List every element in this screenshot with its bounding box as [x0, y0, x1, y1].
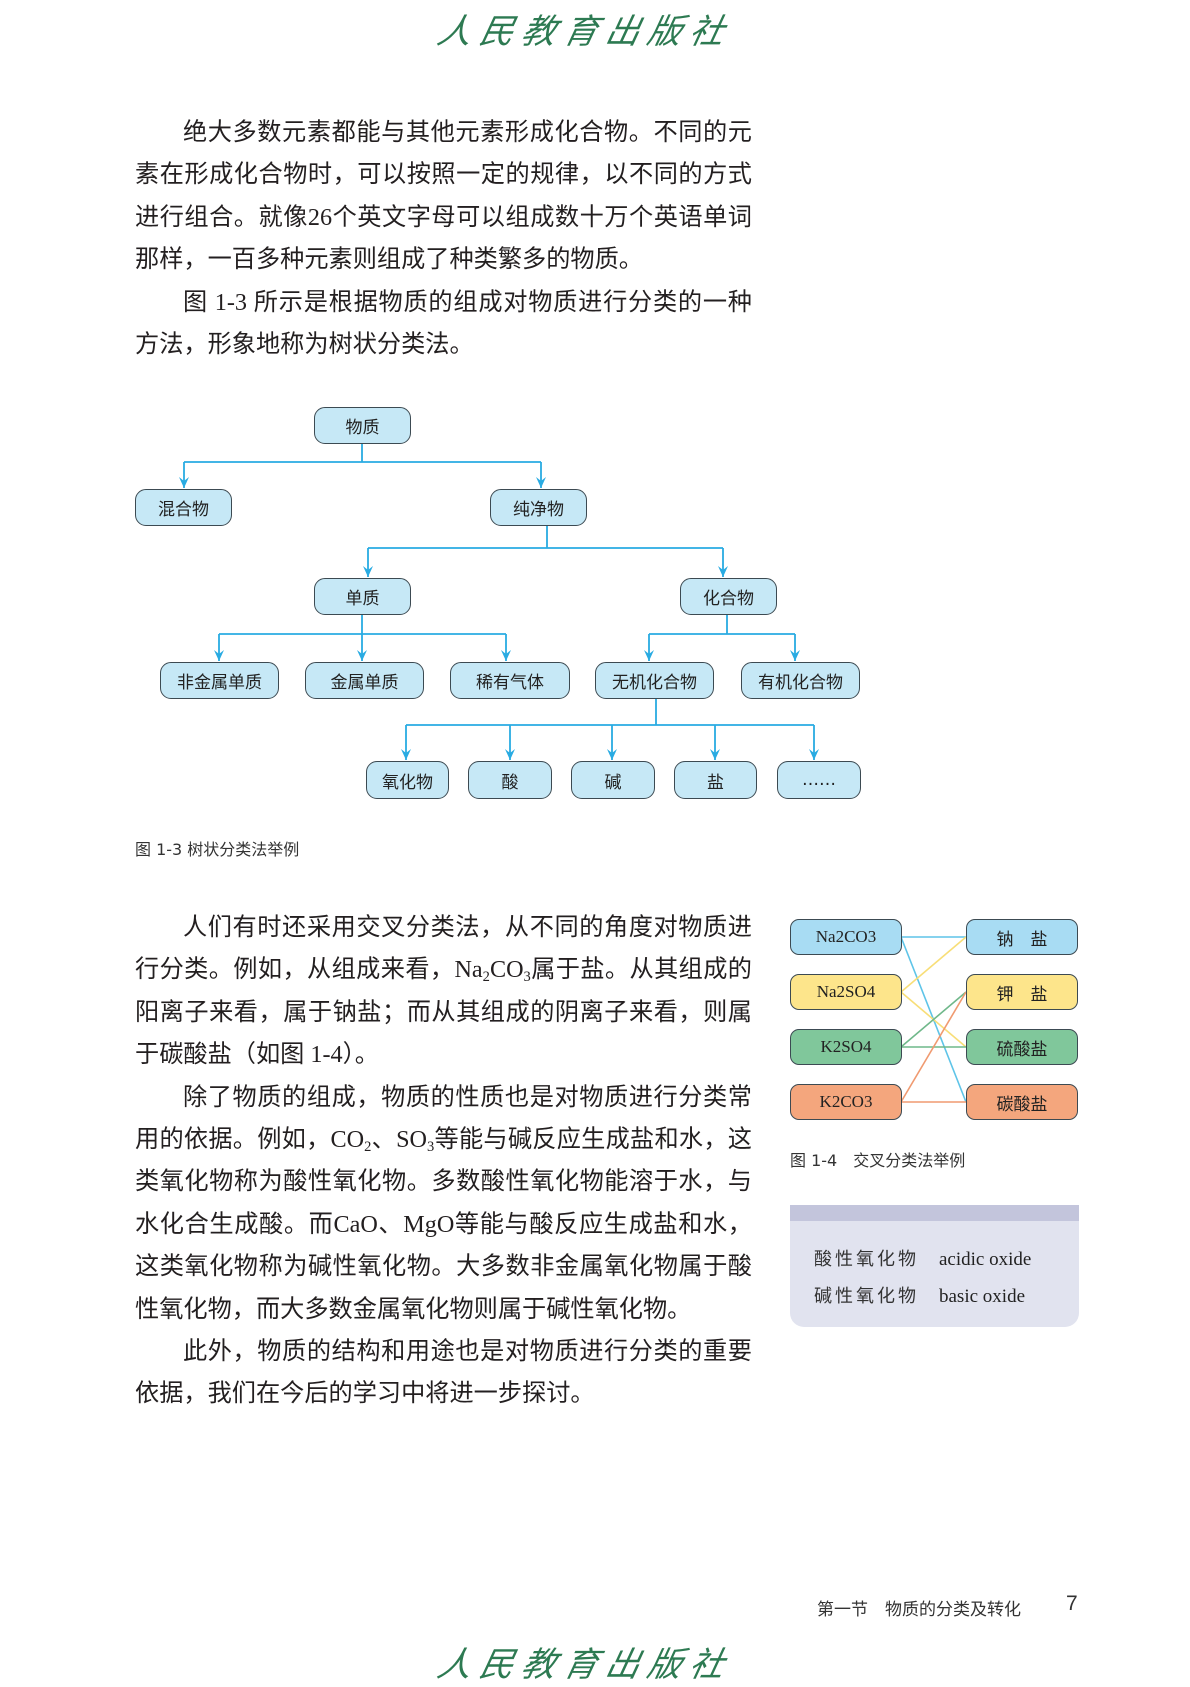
node-pure-substance: 纯净物 [490, 489, 587, 526]
text-line: 方法，形象地称为树状分类法。 [135, 330, 474, 358]
compound-box-k2co3: K2CO3 [790, 1084, 902, 1120]
footer-section-title: 第一节 物质的分类及转化 [817, 1600, 1021, 1620]
term-en: basic oxide [939, 1286, 1026, 1307]
node-inorganic-compound: 无机化合物 [595, 662, 714, 699]
text-line: 水化合生成酸。而CaO、MgO等能与酸反应生成盐和水， [135, 1210, 752, 1238]
text-line: 行分类。例如，从组成来看，Na2CO3属于盐。从其组成的 [135, 956, 752, 986]
category-box-potassium-salt: 钾 盐 [966, 974, 1078, 1010]
node-element: 单质 [314, 578, 411, 615]
intro-text: 绝大多数元素都能与其他元素形成化合物。不同的元素在形成化合物时，可以按照一定的规… [135, 112, 752, 366]
node-noble-gas: 稀有气体 [450, 662, 570, 699]
glossary-band [790, 1205, 1079, 1221]
glossary-box: 酸性氧化物 acidic oxide 碱性氧化物 basic oxide [790, 1205, 1079, 1327]
text-line: 绝大多数元素都能与其他元素形成化合物。不同的元 [183, 119, 752, 146]
text-line: 这类氧化物称为碱性氧化物。大多数非金属氧化物属于酸 [135, 1253, 752, 1281]
term-en: acidic oxide [939, 1249, 1032, 1270]
node-compound: 化合物 [680, 578, 777, 615]
node-salt: 盐 [674, 761, 757, 799]
text-line: 性氧化物，而大多数金属氧化物则属于碱性氧化物。 [135, 1295, 692, 1323]
node-oxide: 氧化物 [366, 761, 449, 799]
node-mixture: 混合物 [135, 489, 232, 526]
compound-box-k2so4: K2SO4 [790, 1029, 902, 1065]
node-substance: 物质 [314, 407, 411, 444]
node-nonmetal-element: 非金属单质 [160, 662, 279, 699]
text-line: 除了物质的组成，物质的性质也是对物质进行分类常 [183, 1083, 752, 1111]
text-line: 那样，一百多种元素则组成了种类繁多的物质。 [135, 246, 643, 274]
body-text: 人们有时还采用交叉分类法，从不同的角度对物质进行分类。例如，从组成来看，Na2C… [135, 907, 752, 1416]
category-box-carbonate: 碳酸盐 [966, 1084, 1078, 1120]
text-line: 此外，物质的结构和用途也是对物质进行分类的重要 [183, 1337, 752, 1365]
term-zh: 酸性氧化物 [814, 1249, 919, 1270]
node-base: 碱 [571, 761, 655, 799]
node-organic-compound: 有机化合物 [741, 662, 860, 699]
glossary-term: 碱性氧化物 basic oxide [814, 1282, 1025, 1308]
category-box-sodium-salt: 钠 盐 [966, 919, 1078, 955]
node-acid: 酸 [468, 761, 552, 799]
text-line: 类氧化物称为酸性氧化物。多数酸性氧化物能溶于水，与 [135, 1168, 752, 1196]
compound-box-na2so4: Na2SO4 [790, 974, 902, 1010]
page-number: 7 [1066, 1592, 1078, 1615]
publisher-logo-footer: 人民教育出版社 [433, 1645, 737, 1685]
text-line: 依据，我们在今后的学习中将进一步探讨。 [135, 1380, 595, 1408]
glossary-term: 酸性氧化物 acidic oxide [814, 1245, 1031, 1271]
figure-caption-1-3: 图 1-3 树状分类法举例 [135, 840, 300, 859]
text-line: 素在形成化合物时，可以按照一定的规律，以不同的方式 [135, 161, 752, 189]
tree-connectors [179, 444, 819, 760]
term-zh: 碱性氧化物 [814, 1286, 919, 1307]
text-line: 进行组合。就像26个英文字母可以组成数十万个英语单词 [135, 203, 752, 231]
text-line: 于碳酸盐（如图 1-4）。 [135, 1041, 379, 1069]
text-line: 用的依据。例如，CO2、SO3等能与碱反应生成盐和水，这 [135, 1125, 752, 1155]
text-line: 图 1-3 所示是根据物质的组成对物质进行分类的一种 [183, 288, 752, 316]
node-etc: …… [777, 761, 861, 799]
text-line: 阳离子来看，属于钠盐；而从其组成的阴离子来看，则属 [135, 998, 752, 1026]
category-box-sulfate: 硫酸盐 [966, 1029, 1078, 1065]
node-metal-element: 金属单质 [305, 662, 424, 699]
compound-box-na2co3: Na2CO3 [790, 919, 902, 955]
cross-connectors [900, 936, 967, 1103]
text-line: 人们有时还采用交叉分类法，从不同的角度对物质进 [183, 914, 752, 941]
figure-caption-1-4: 图 1-4 交叉分类法举例 [790, 1151, 966, 1170]
